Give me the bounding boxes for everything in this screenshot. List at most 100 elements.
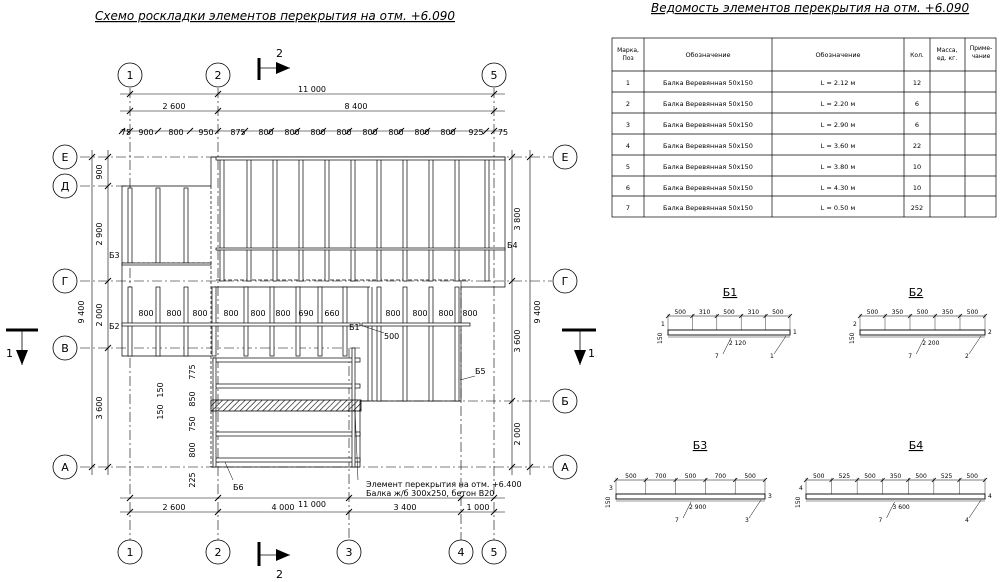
spec-cell: 6 <box>915 100 919 108</box>
joist <box>269 286 275 357</box>
svg-text:Б2: Б2 <box>109 322 120 331</box>
beam-detail-leader <box>886 501 895 519</box>
top-spacing-label: 900 <box>138 128 153 137</box>
beam-detail-dim: 500 <box>864 473 876 480</box>
beam-detail-body <box>859 329 986 336</box>
spec-cell: 10 <box>913 184 921 192</box>
svg-text:Б6: Б6 <box>233 483 244 492</box>
beam-detail-callout: 7 <box>675 517 679 524</box>
axis-right-b: Б <box>552 388 578 414</box>
svg-text:800: 800 <box>412 309 427 318</box>
spec-header-mass: Масса,ед. кг. <box>936 47 957 62</box>
svg-text:150: 150 <box>156 382 165 397</box>
beam-detail-dim: 350 <box>892 309 904 316</box>
svg-text:Кол.: Кол. <box>910 52 924 59</box>
dim-tick <box>345 494 353 502</box>
dim-tick <box>508 277 516 285</box>
svg-text:Б: Б <box>561 395 569 408</box>
svg-text:800: 800 <box>138 309 153 318</box>
joist <box>246 156 252 282</box>
beam-detail-dim: 500 <box>813 473 825 480</box>
joist <box>155 286 161 357</box>
floor-outline <box>121 156 506 468</box>
beam-detail-height: 150 <box>795 496 802 508</box>
joist <box>324 156 330 282</box>
axis-right-e: Е <box>552 144 578 170</box>
beam-detail-dim: 500 <box>674 309 686 316</box>
svg-text:Балка ж/б 300х250, бетон В20: Балка ж/б 300х250, бетон В20 <box>366 489 494 498</box>
spec-cell: Балка Веревянная 50х150 <box>663 121 753 129</box>
dim-tick <box>449 127 457 135</box>
joist <box>212 357 217 468</box>
svg-text:800: 800 <box>275 309 290 318</box>
dim-tick <box>214 127 222 135</box>
svg-text:775: 775 <box>188 364 197 379</box>
joist <box>402 286 408 402</box>
dim-tick <box>526 153 534 161</box>
spec-cell: L = 2.20 м <box>821 100 856 108</box>
joist <box>212 383 361 389</box>
stair-dims: 775 850 750 800 225 150 150 <box>156 364 197 487</box>
spec-cell: Балка Веревянная 50х150 <box>663 79 753 87</box>
svg-text:750: 750 <box>188 416 197 431</box>
spec-header-mark: Марка,Поз <box>617 47 639 62</box>
beam-detail-callout-end: 2 <box>965 353 969 360</box>
dim-tick <box>457 494 465 502</box>
spec-cell: Балка Веревянная 50х150 <box>663 204 753 212</box>
svg-text:9 400: 9 400 <box>77 301 86 324</box>
dim-tick <box>214 508 222 516</box>
dim-tick <box>118 127 126 135</box>
joist <box>298 156 304 282</box>
joist <box>121 262 212 266</box>
spec-cell: Балка Веревянная 50х150 <box>663 163 753 171</box>
joist <box>361 322 471 327</box>
spec-title: Ведомость элементов перекрытия на отм. +… <box>651 1 969 15</box>
spec-cell: 1 <box>626 79 630 87</box>
beam-detail-end-a: 2 <box>853 321 857 328</box>
joist <box>183 286 189 357</box>
svg-text:225: 225 <box>188 472 197 487</box>
joist <box>402 156 408 282</box>
svg-text:4 000: 4 000 <box>272 503 295 512</box>
beam-detail-body <box>615 493 766 500</box>
beam-detail-dim: 500 <box>772 309 784 316</box>
dim-tick <box>126 494 134 502</box>
joist <box>155 187 161 264</box>
beam-detail-dim: 500 <box>966 473 978 480</box>
joist <box>350 156 356 282</box>
dim-tick <box>154 127 162 135</box>
svg-text:2: 2 <box>215 69 222 82</box>
svg-text:Б1: Б1 <box>349 323 360 332</box>
top-spacing-label: 800 <box>284 128 299 137</box>
joist <box>454 156 460 282</box>
beam-detail-leader <box>748 499 762 519</box>
spec-table-grid <box>611 37 997 218</box>
dim-tick <box>126 90 134 98</box>
beam-detail-height: 150 <box>605 496 612 508</box>
joists-mid <box>121 286 361 357</box>
beam-detail-dim: 525 <box>839 473 851 480</box>
svg-text:800: 800 <box>385 309 400 318</box>
joist <box>342 286 348 357</box>
spec-header-note: Приме-чание <box>970 45 993 60</box>
axis-right-g: Г <box>552 268 578 294</box>
beam-detail-title: Б3 <box>693 439 708 452</box>
svg-text:3 800: 3 800 <box>513 208 522 231</box>
svg-text:Б3: Б3 <box>109 251 120 260</box>
section-mark-top: 2 <box>257 47 290 80</box>
top-spacing-label: 800 <box>258 128 273 137</box>
dim-tick <box>490 107 498 115</box>
svg-text:2: 2 <box>276 568 283 581</box>
dim-tick <box>126 127 134 135</box>
spec: Ведомость элементов перекрытия на отм. +… <box>611 1 997 218</box>
spec-cell: 5 <box>626 163 630 171</box>
spec-cell: 6 <box>626 184 630 192</box>
